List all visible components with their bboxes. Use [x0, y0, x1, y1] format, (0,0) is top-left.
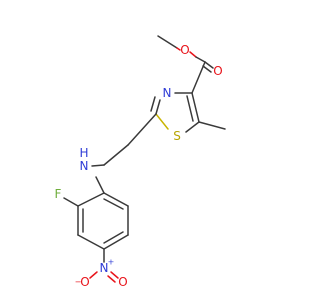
molecule-svg: O O N S N H F N + O − O [55, 35, 226, 289]
atom-label-carbonyl-o: O [213, 64, 222, 78]
bond-ch2-nh [91, 164, 105, 167]
atom-label-nitro-o-single: O [80, 275, 89, 289]
bond-carbonyl-c4 [191, 61, 206, 94]
bond-c2-ch2 [127, 113, 157, 146]
bond-o-carbonyl-c [195, 56, 206, 63]
atom-label-nitro-o-double: O [118, 275, 127, 289]
bond-c4-c5-a [191, 92, 200, 123]
bond-c2-n-b [150, 96, 156, 112]
bond-nitro-o-double-a [110, 271, 119, 279]
atom-label-nitro-n: N [100, 261, 109, 275]
bond-nitro-o-double-b [107, 275, 116, 283]
bond-c-f [63, 197, 79, 207]
bond-c4-c5-b [186, 95, 194, 122]
atom-label-ester-o: O [180, 43, 189, 57]
atom-label-thiazole-s: S [173, 129, 181, 143]
bond-c2-n-a [155, 99, 161, 115]
bond-s-c2 [155, 113, 169, 130]
molecule-structure-diagram: O O N S N H F N + O − O [55, 35, 226, 289]
bond-ar-6-1-a [103, 192, 129, 207]
bond-ar-4-5-b [103, 231, 124, 244]
bond-ar-6-1-b [103, 198, 124, 210]
bond-carbonyl-double-b [202, 65, 212, 73]
bond-methyl-o-red [176, 47, 181, 51]
atom-label-amine-n: N [80, 159, 89, 173]
bond-nitro-o-single [89, 271, 98, 279]
nitro-n-charge: + [108, 258, 115, 267]
nitro-o-charge: − [75, 278, 82, 287]
atom-label-amine-h: H [79, 146, 88, 160]
bond-ar-1-2 [77, 192, 105, 207]
bond-ch2-ch2 [103, 144, 129, 166]
bond-nh-c1 [95, 176, 105, 194]
bond-ar-4-5-a [103, 234, 129, 250]
bond-methyl-o [157, 35, 178, 49]
atom-label-thiazole-n: N [163, 86, 172, 100]
atom-label-fluorine: F [55, 187, 62, 201]
bond-carbonyl-double-a [204, 61, 214, 69]
bond-c5-s [185, 121, 200, 133]
bond-c5-methyl [198, 121, 226, 130]
bond-o-carbonyl-c-red [189, 51, 197, 58]
bond-ar-3-4 [77, 234, 105, 250]
